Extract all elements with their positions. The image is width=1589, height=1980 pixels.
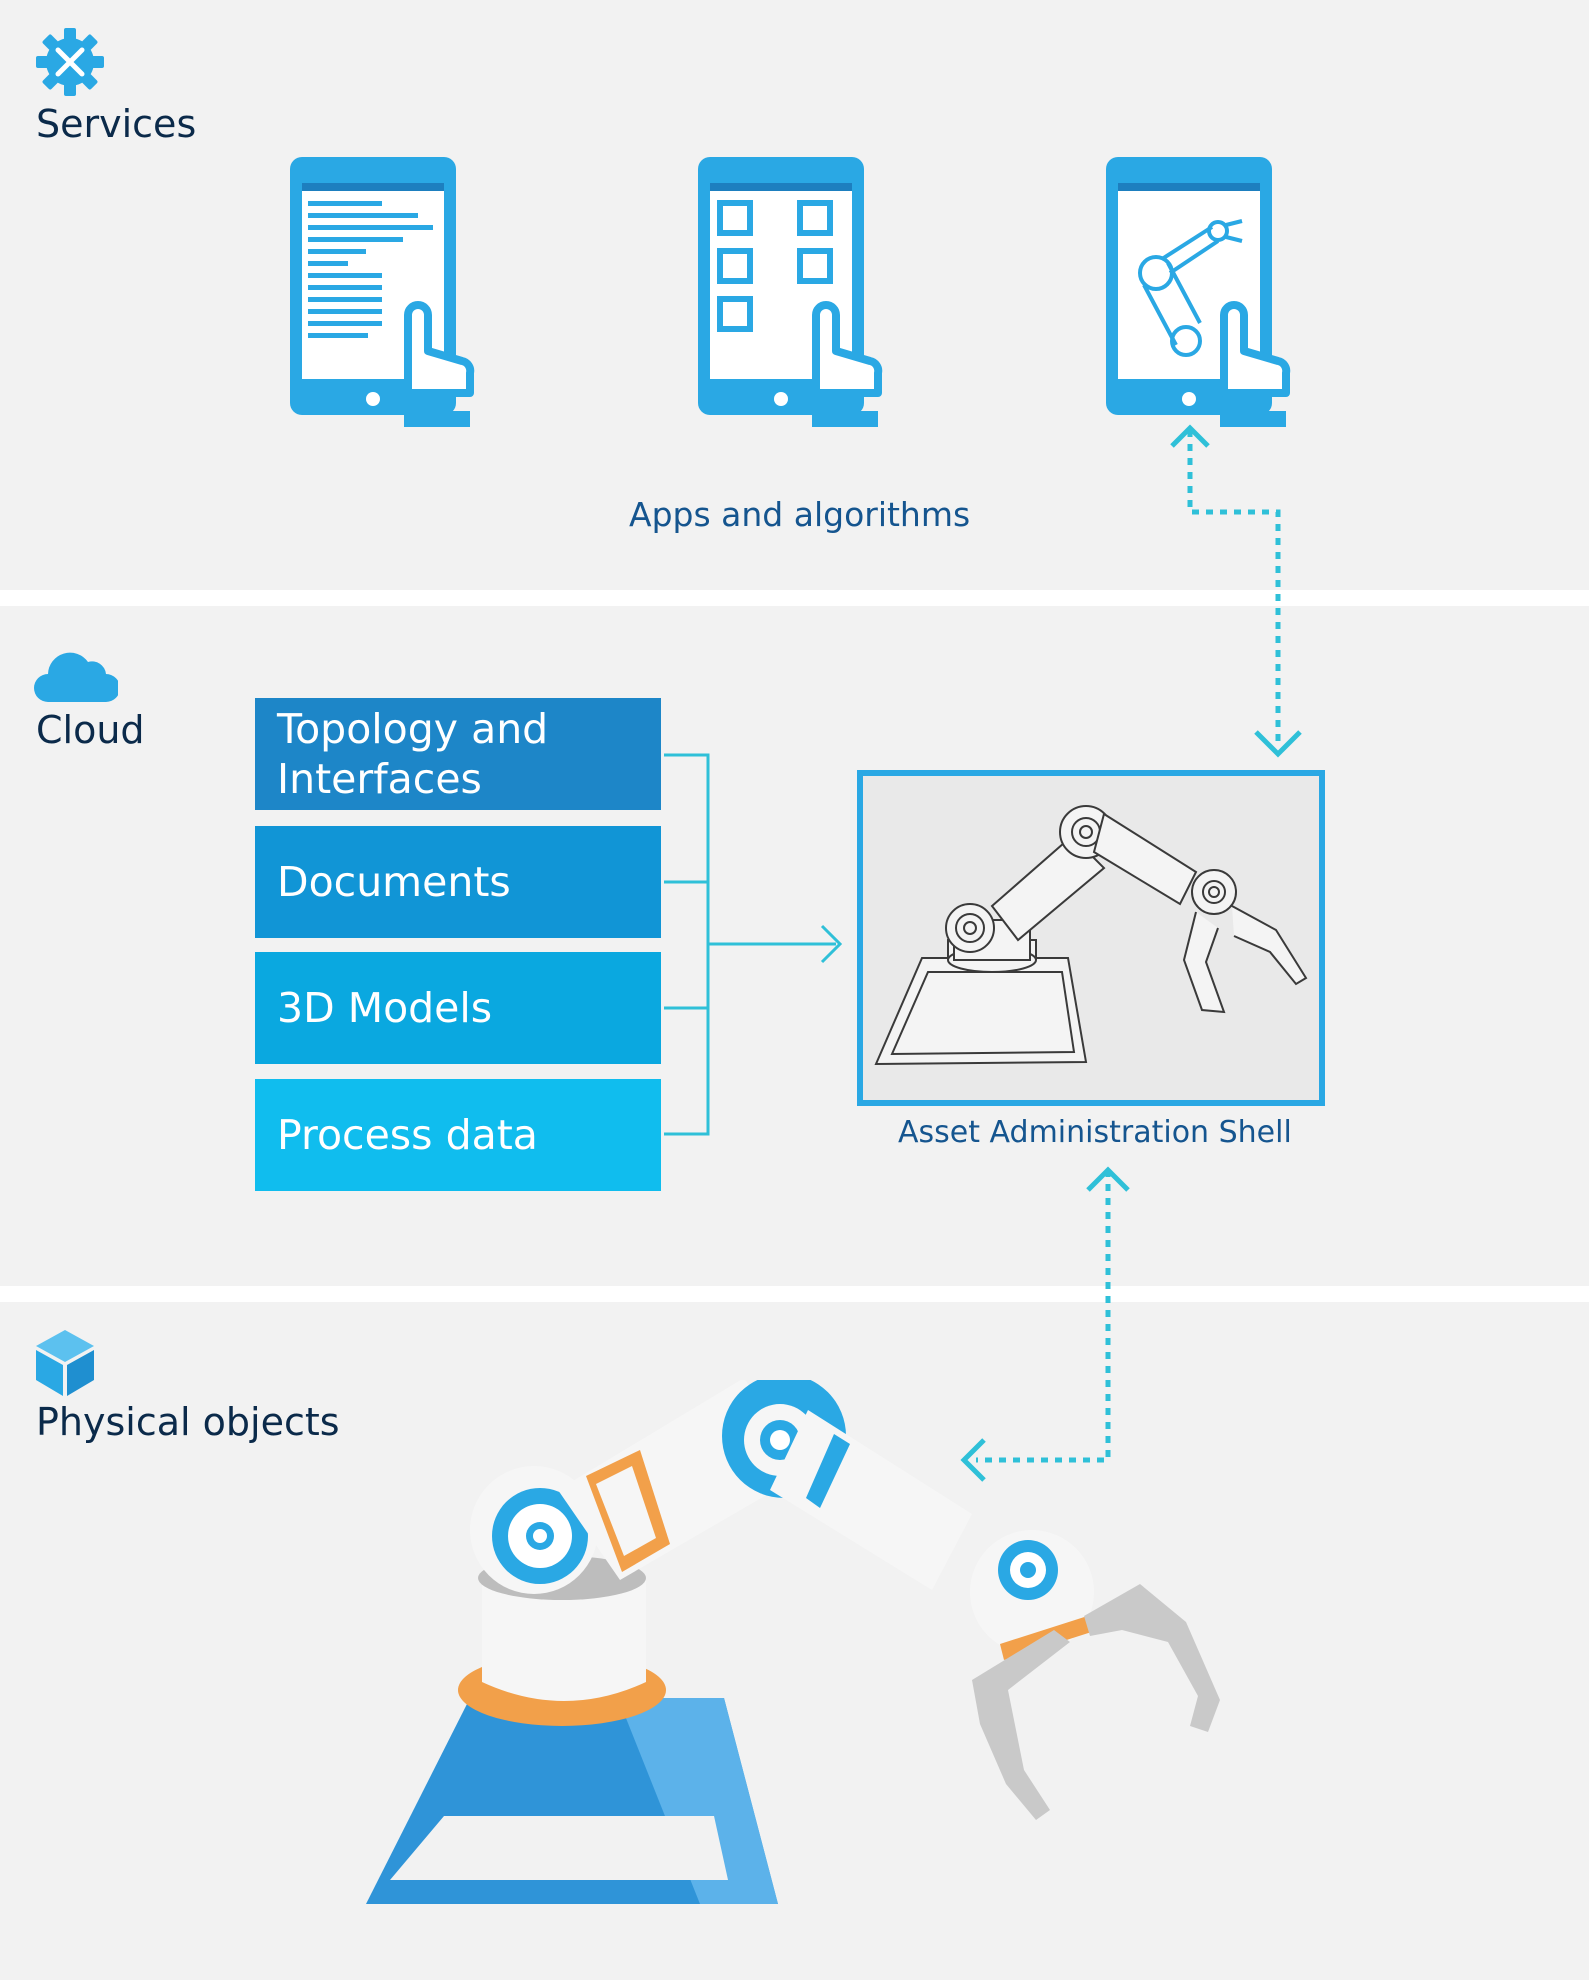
- 3d-models-label: 3D Models: [277, 984, 493, 1032]
- services-title: Services: [36, 102, 197, 146]
- tablet-robot-icon: [1106, 157, 1291, 427]
- tablet-document-icon: [290, 157, 475, 427]
- apps-caption: Apps and algorithms: [629, 495, 971, 534]
- cloud-title: Cloud: [36, 708, 145, 752]
- documents-box: Documents: [255, 826, 661, 938]
- bracket-connector: [664, 753, 843, 1136]
- physical-title: Physical objects: [36, 1400, 340, 1444]
- shell-to-object-arrow: [960, 1166, 1130, 1482]
- robot-arm-3d: [366, 1380, 1220, 1904]
- process-data-box: Process data: [255, 1079, 661, 1191]
- documents-label: Documents: [277, 858, 511, 906]
- topology-interfaces-label: Topology and Interfaces: [277, 705, 549, 803]
- cloud-icon: [34, 652, 118, 702]
- tablet-apps-icon: [698, 157, 883, 427]
- cube-icon: [36, 1330, 94, 1396]
- 3d-models-box: 3D Models: [255, 952, 661, 1064]
- topology-interfaces-box: Topology and Interfaces: [255, 698, 661, 810]
- services-to-shell-arrow: [1170, 424, 1302, 758]
- process-data-label: Process data: [277, 1111, 538, 1159]
- robot-arm-drawing: [874, 805, 1308, 1066]
- gear-tools-icon: [36, 28, 104, 96]
- asset-shell-caption: Asset Administration Shell: [898, 1115, 1292, 1150]
